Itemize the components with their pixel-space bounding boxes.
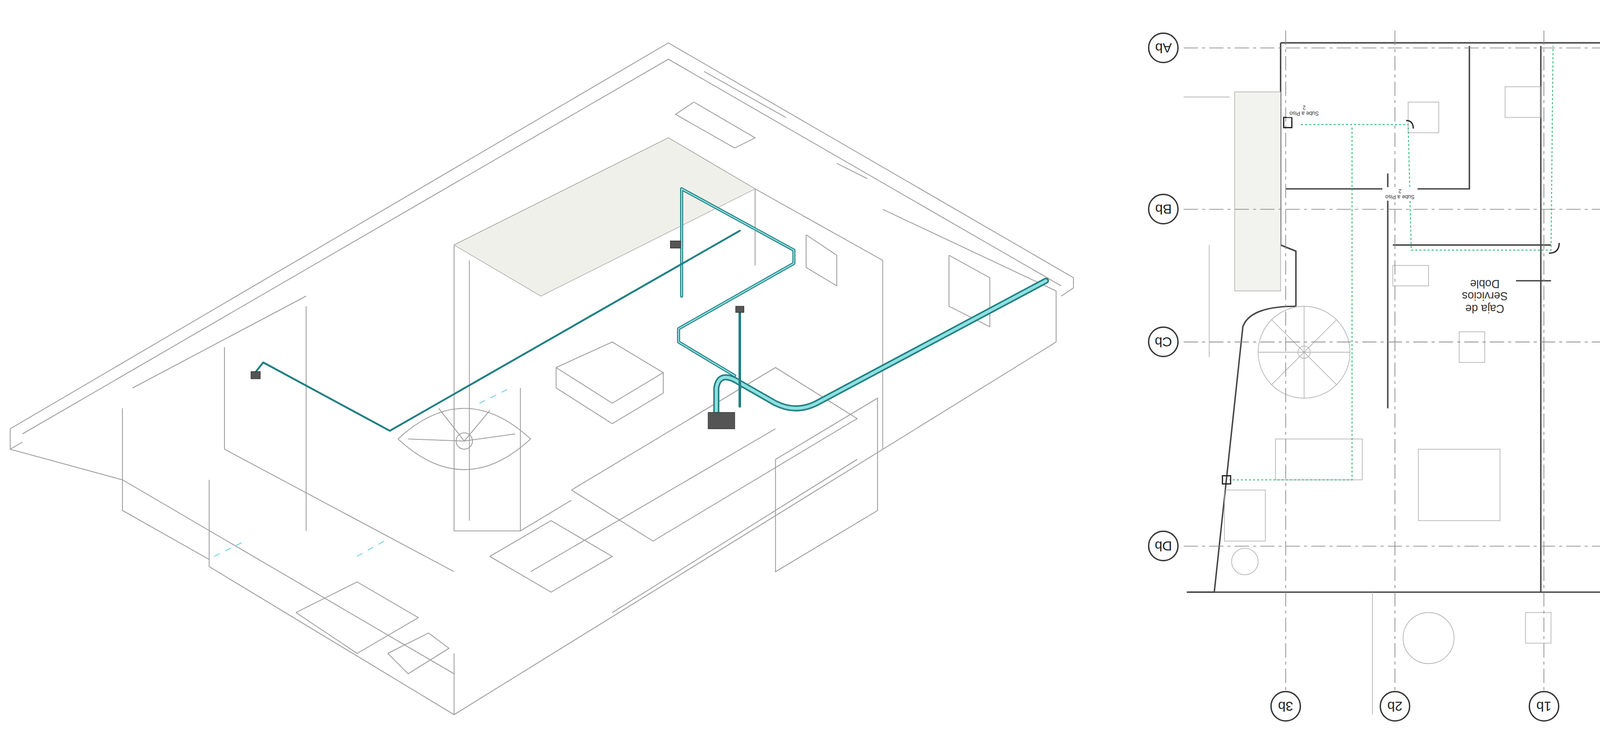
grid-bubble: Bb	[1147, 193, 1179, 225]
grid-bubble: 1b	[1528, 690, 1560, 722]
grid-label: 1b	[1536, 698, 1552, 714]
grid-label: 2b	[1387, 698, 1403, 714]
plan-note: Sube a Piso 2	[1382, 186, 1418, 201]
grid-label: Ab	[1155, 40, 1172, 56]
grid-label: 3b	[1278, 698, 1293, 714]
grid-label: Cb	[1154, 334, 1172, 350]
grid-bubble: Db	[1147, 530, 1179, 562]
grid-label: Db	[1154, 538, 1172, 554]
grid-bubble: Cb	[1147, 326, 1179, 358]
grid-label: Bb	[1155, 201, 1172, 217]
grid-bubble: 2b	[1379, 690, 1411, 722]
grid-bubble: Ab	[1147, 32, 1179, 64]
grid-bubble: 3b	[1270, 690, 1302, 722]
plan-note: Sube a Piso 2	[1286, 103, 1322, 117]
plan-note: Caja de Servicios Doble	[1453, 276, 1517, 316]
